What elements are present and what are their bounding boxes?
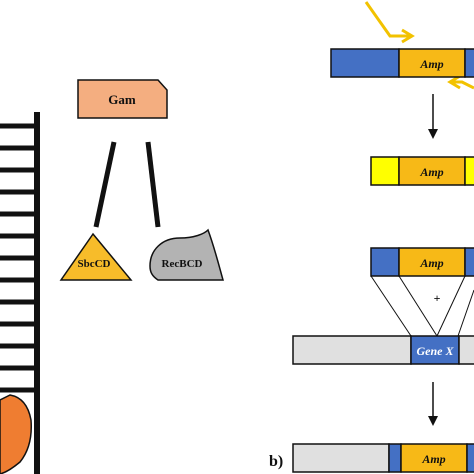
cassette-row-1: Amp (330, 48, 474, 78)
cassette-row-3: Amp (370, 247, 474, 277)
amp-label-5: Amp (421, 452, 445, 466)
amp-label-3: Amp (419, 256, 443, 270)
recbcd-label: RecBCD (162, 258, 203, 270)
primer-arrow-bottom (447, 74, 474, 90)
gam-to-recbcd-line (145, 141, 161, 228)
gam-protein (77, 79, 168, 119)
recombination-lines (370, 275, 474, 337)
sbccd-label: SbcCD (77, 258, 110, 270)
dna-ladder (0, 112, 40, 474)
amp-label-1: Amp (419, 57, 443, 71)
gene-x-label: Gene X (417, 344, 455, 358)
chromosome-row-4: Gene X (292, 335, 474, 365)
gam-label: Gam (108, 92, 136, 107)
chromosome-row-5: Amp (292, 443, 474, 473)
exonuclease-shape (0, 394, 33, 474)
sbccd-protein (59, 232, 133, 281)
primer-arrow-top (364, 1, 415, 44)
cassette-row-2: Amp (370, 156, 474, 186)
plus-sign: + (434, 291, 441, 305)
gam-to-sbccd-line (93, 141, 117, 228)
recbcd-protein (149, 228, 224, 281)
panel-b-label: b) (269, 453, 283, 470)
amp-label-2: Amp (419, 165, 443, 179)
